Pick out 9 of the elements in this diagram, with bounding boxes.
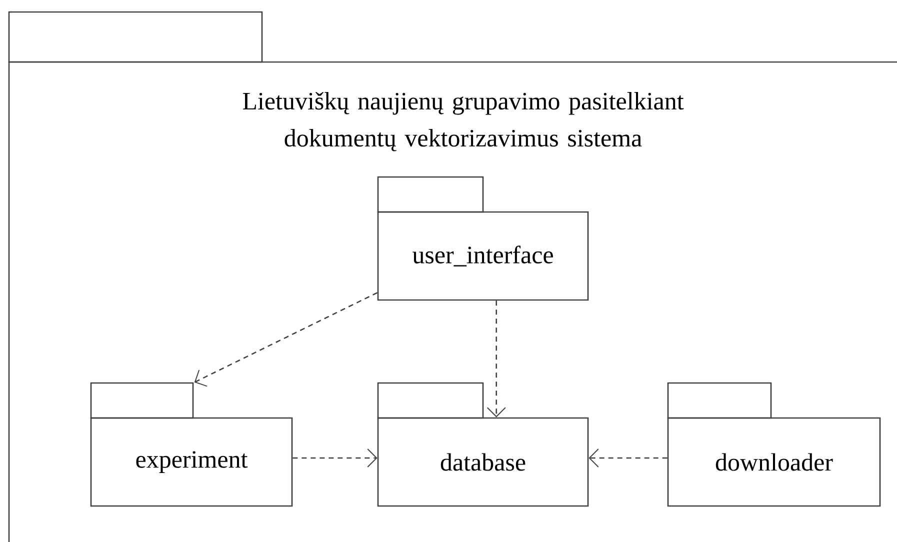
package-box: database [377,382,589,507]
package-box: experiment [90,382,293,507]
package-box: downloader [667,382,881,507]
dependency-arrow [588,448,668,468]
node-label: Lietuviškų naujienų grupavimo pasitelkiant dokumentų vektorizavimus sistema [242,92,684,152]
dependency-arrow [486,300,506,418]
dependency-arrow [194,292,378,387]
package-box: user_interface [377,176,589,301]
dependency-arrow [292,448,378,468]
